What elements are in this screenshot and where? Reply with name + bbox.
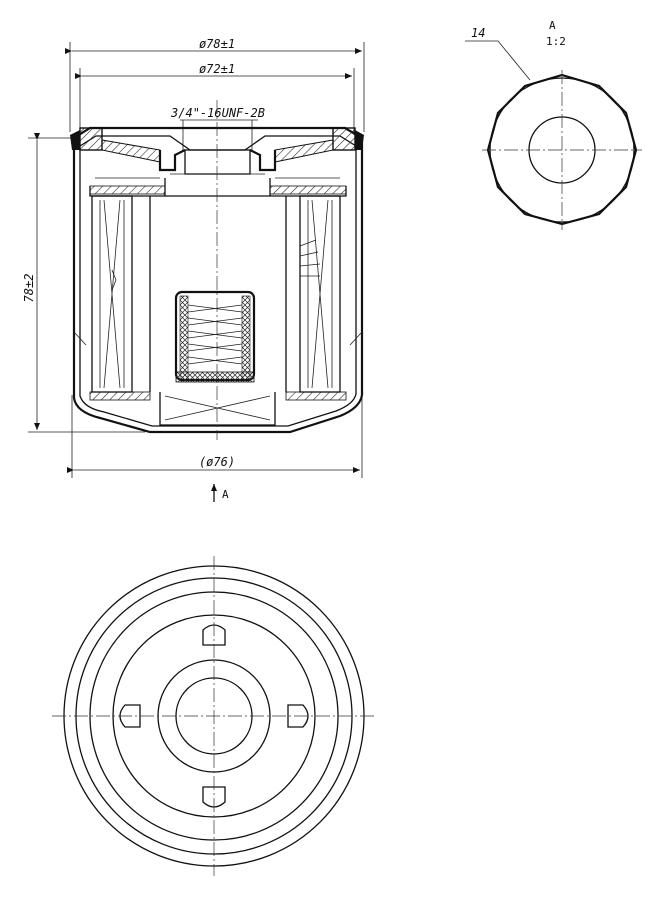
dimension-base-diameter: (ø76) [67, 395, 363, 478]
detail-view: A 1:2 14 [465, 19, 642, 230]
view-arrow: A [211, 484, 229, 502]
base-diameter-label: (ø76) [199, 455, 235, 469]
bypass-valve [174, 290, 256, 383]
rib-top [202, 624, 226, 646]
detail-title: A [549, 19, 556, 32]
canister-shell [72, 150, 364, 434]
thread-label: 3/4"-16UNF-2B [170, 106, 265, 120]
dimension-height: 78±2 [22, 133, 145, 433]
threaded-hub [158, 149, 277, 172]
detail-scale: 1:2 [546, 35, 566, 48]
filter-media-left [91, 195, 133, 393]
rib-left [119, 704, 141, 728]
dimension-outer-diameter: ø78±1 [65, 37, 365, 132]
outer-diameter-label: ø78±1 [199, 37, 235, 51]
height-label: 78±2 [22, 274, 36, 303]
view-arrow-label: A [222, 488, 229, 501]
bottom-view [52, 556, 376, 876]
dimension-gasket-diameter: ø72±1 [75, 62, 355, 135]
filter-media-right [299, 195, 341, 393]
detail-leader-label: 14 [471, 26, 485, 40]
gasket-diameter-label: ø72±1 [199, 62, 235, 76]
gasket-right [332, 127, 356, 151]
rib-right [287, 704, 309, 728]
gasket-left [79, 127, 103, 151]
section-view: ø78±1 ø72±1 3/4"-16UNF-2B 78±2 (ø76) [22, 37, 365, 478]
rib-bottom [202, 786, 226, 808]
